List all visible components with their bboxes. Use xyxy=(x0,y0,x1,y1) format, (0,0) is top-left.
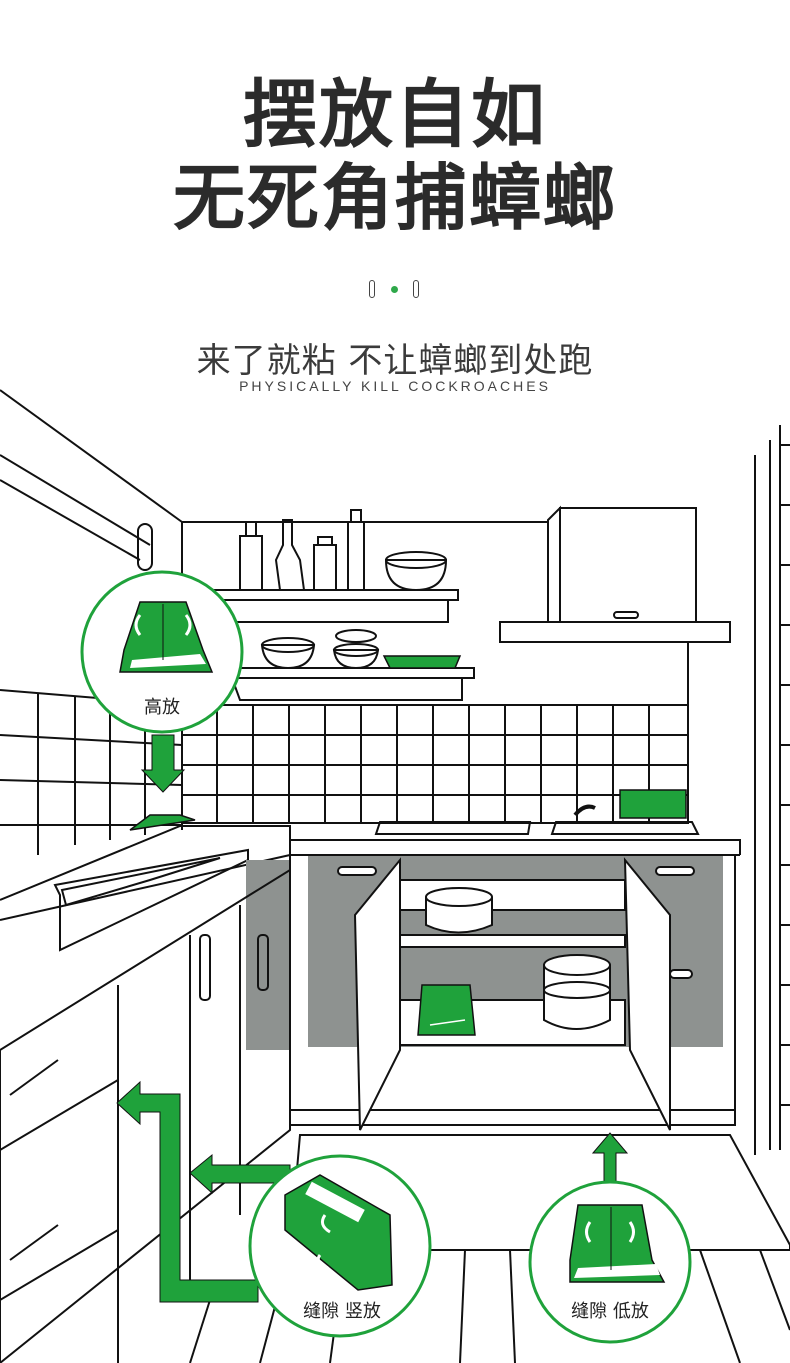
back-wall-tiles xyxy=(181,704,689,824)
callout-label-high: 高放 xyxy=(144,697,180,718)
stove-left xyxy=(374,821,532,835)
sink xyxy=(53,848,249,952)
ceiling-line xyxy=(0,389,183,523)
cabinet-door-left xyxy=(353,857,401,1131)
pill-dot-right xyxy=(413,280,419,298)
callout-vertical xyxy=(248,1154,432,1338)
arrow-down xyxy=(140,734,186,793)
stove-right xyxy=(550,821,700,835)
kitchen-illustration xyxy=(0,389,790,1363)
rail-hook xyxy=(137,523,153,571)
subtitle-english: PHYSICALLY KILL COCKROACHES xyxy=(239,378,551,394)
trap-on-counter xyxy=(129,814,196,831)
bottles xyxy=(239,509,365,591)
trap-on-shelf xyxy=(382,655,462,669)
headline-line-2: 无死角捕蟑螂 xyxy=(172,156,617,240)
bowl xyxy=(384,559,448,592)
subtitle: 来了就粘 不让蟑螂到处跑 xyxy=(196,341,594,381)
containers xyxy=(425,887,611,1030)
trap-on-stove xyxy=(619,789,687,819)
arrow-left-long xyxy=(116,1080,259,1303)
trap-in-cabinet xyxy=(417,984,476,1036)
range-hood xyxy=(499,505,731,823)
callout-high xyxy=(80,570,244,734)
pill-dot-left xyxy=(369,280,375,298)
callout-low xyxy=(528,1180,692,1344)
rail-line xyxy=(0,454,151,546)
trap-icon-vertical xyxy=(284,1174,393,1291)
callout-label-vertical: 缝隙 竖放 xyxy=(303,1301,381,1322)
cabinet-door-right xyxy=(623,857,671,1131)
countertop xyxy=(0,825,741,901)
arrow-up xyxy=(591,1132,629,1186)
divider-dots xyxy=(369,280,421,300)
green-dot xyxy=(391,286,398,293)
lower-shelf xyxy=(225,667,475,679)
upper-shelf xyxy=(199,589,459,601)
headline-line-1: 摆放自如 xyxy=(243,72,547,158)
trap-icon-low xyxy=(569,1204,666,1283)
callout-label-low: 缝隙 低放 xyxy=(571,1301,649,1322)
